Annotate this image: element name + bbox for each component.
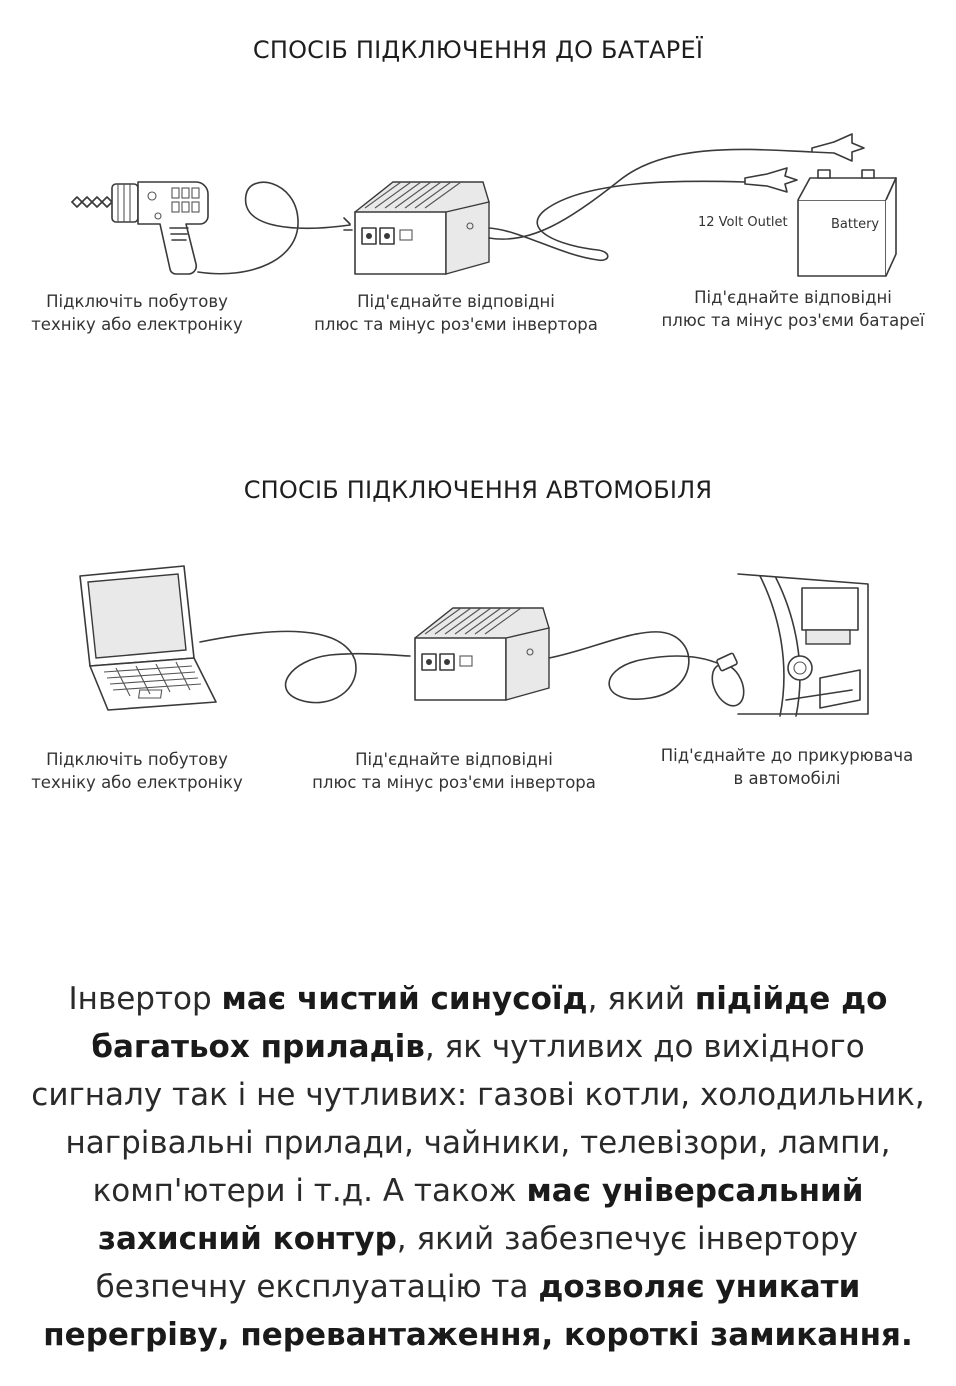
inverter-icon [414,607,550,701]
cigarette-plug-icon [711,652,745,707]
laptop-icon [79,565,217,711]
car-caption-3: Під'єднайте до прикурювача в автомобілі [660,746,914,788]
battery-clamp-icon [744,133,865,193]
drill-icon [71,181,209,275]
battery-icon: Battery [797,169,897,277]
car-caption-1: Підключіть побутову техніку або електрон… [31,750,243,792]
car-caption-2: Під'єднайте відповідні плюс та мінус роз… [312,750,596,792]
car-dashboard-icon [737,573,869,717]
battery-caption-1: Підключіть побутову техніку або електрон… [31,292,243,334]
battery-caption-2: Під'єднайте відповідні плюс та мінус роз… [314,292,598,334]
battery-connection-diagram: Battery 12 Volt Outlet [71,133,897,277]
outlet-label: 12 Volt Outlet [698,215,788,230]
inverter-icon [343,181,490,275]
battery-label: Battery [831,217,879,232]
battery-section-title: СПОСІБ ПІДКЛЮЧЕННЯ ДО БАТАРЕЇ [252,36,704,64]
battery-caption-3: Під'єднайте відповідні плюс та мінус роз… [661,288,925,330]
description-paragraph: Інвертор має чистий синусоїд, який підій… [31,981,925,1353]
car-connection-diagram [79,565,869,717]
car-section-title: СПОСІБ ПІДКЛЮЧЕННЯ АВТОМОБІЛЯ [243,476,713,504]
